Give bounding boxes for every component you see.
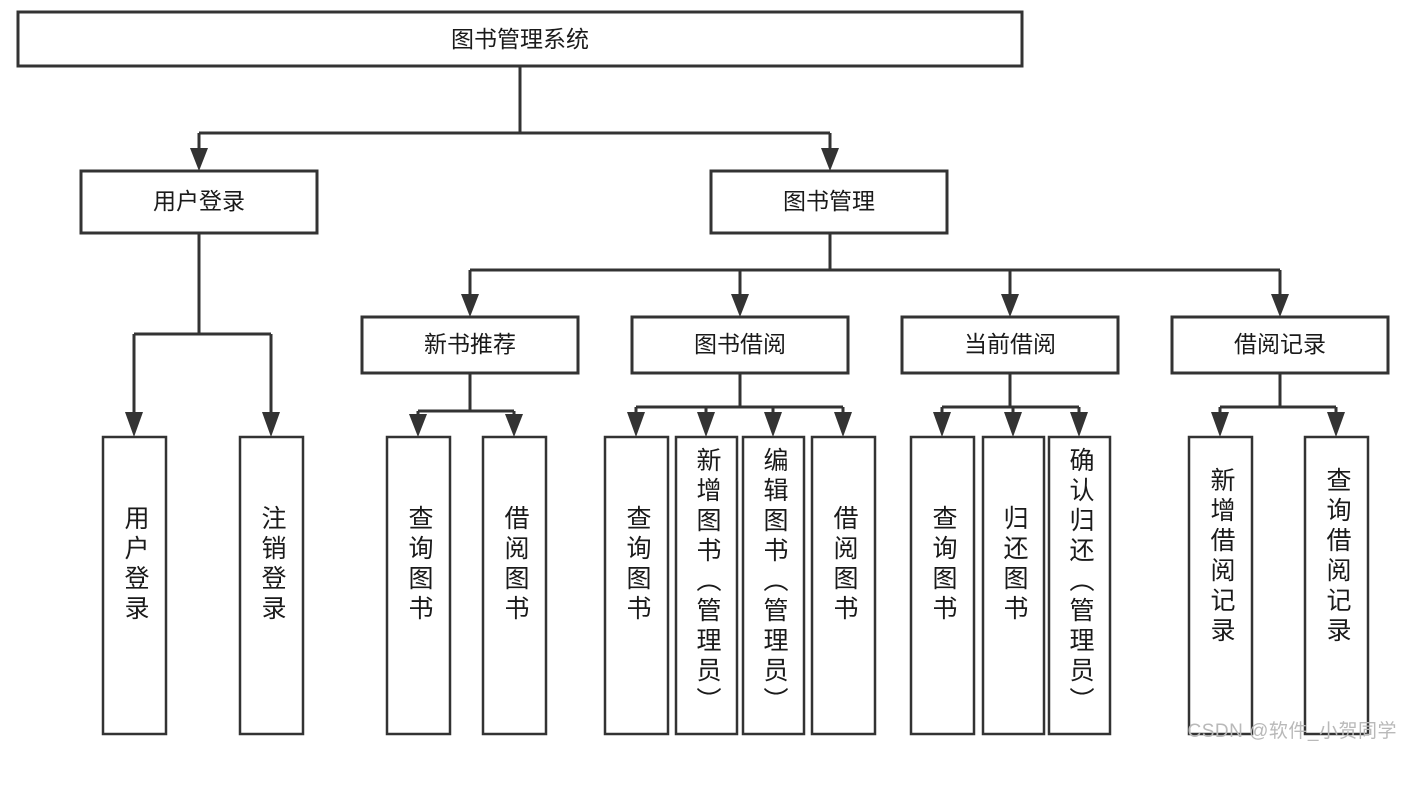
node-current-borrow-label: 当前借阅 — [964, 331, 1056, 357]
node-leaf-return-book-box[interactable] — [981, 435, 1046, 736]
arrow-head-leaf-borrow-book-rec — [505, 414, 523, 437]
arrow-head-book-manage — [821, 148, 839, 171]
node-new-book-rec-box[interactable] — [360, 315, 580, 375]
arrow-head-leaf-borrow-book — [834, 412, 852, 437]
arrow-head-leaf-return-book — [1004, 412, 1022, 437]
arrow-head-leaf-query-book-cur — [933, 412, 951, 437]
node-root-box[interactable] — [16, 10, 1024, 68]
arrow-head-leaf-logout — [262, 412, 280, 437]
arrow-head-current-borrow — [1001, 294, 1019, 317]
connector-book-borrow-to-leaves — [627, 373, 852, 437]
node-new-book-rec-label: 新书推荐 — [424, 331, 516, 357]
arrow-head-leaf-add-record — [1211, 412, 1229, 437]
node-book-manage-label: 图书管理 — [783, 188, 875, 214]
node-borrow-record-label: 借阅记录 — [1234, 331, 1326, 357]
node-leaf-query-book-rec-box[interactable] — [385, 435, 452, 736]
node-user-login[interactable]: 用户登录 — [79, 169, 319, 235]
node-leaf-query-book-cur-box[interactable] — [909, 435, 976, 736]
connector-user-login-to-leaves — [125, 233, 280, 437]
node-borrow-record[interactable]: 借阅记录 — [1170, 315, 1390, 375]
node-leaf-query-record-box[interactable] — [1303, 435, 1370, 736]
node-borrow-record-box[interactable] — [1170, 315, 1390, 375]
node-leaf-edit-book-box[interactable] — [741, 435, 806, 736]
node-leaf-add-book-box[interactable] — [674, 435, 739, 736]
node-book-borrow[interactable]: 图书借阅 — [630, 315, 850, 375]
arrow-head-new-book-rec — [461, 294, 479, 317]
node-leaf-logout-box[interactable] — [238, 435, 305, 736]
arrow-head-leaf-user-login — [125, 412, 143, 437]
arrow-head-user-login — [190, 148, 208, 171]
node-leaf-user-login-box[interactable] — [101, 435, 168, 736]
connector-new-book-rec-to-leaves — [409, 373, 523, 437]
node-root[interactable]: 图书管理系统 — [16, 10, 1024, 68]
node-leaf-add-record-box[interactable] — [1187, 435, 1254, 736]
node-user-login-box[interactable] — [79, 169, 319, 235]
arrow-head-borrow-record — [1271, 294, 1289, 317]
watermark-text: CSDN @软件_小贺同学 — [1187, 721, 1397, 742]
node-book-manage-box[interactable] — [709, 169, 949, 235]
node-book-borrow-box[interactable] — [630, 315, 850, 375]
arrow-head-leaf-confirm-return — [1070, 412, 1088, 437]
node-leaf-borrow-book-rec-box[interactable] — [481, 435, 548, 736]
node-book-borrow-label: 图书借阅 — [694, 331, 786, 357]
arrow-head-leaf-query-book-rec — [409, 414, 427, 437]
node-user-login-label: 用户登录 — [153, 188, 245, 214]
node-current-borrow[interactable]: 当前借阅 — [900, 315, 1120, 375]
arrow-head-leaf-query-record — [1327, 412, 1345, 437]
node-leaf-borrow-book-box[interactable] — [810, 435, 877, 736]
node-leaf-query-book-borrow-box[interactable] — [603, 435, 670, 736]
node-book-manage[interactable]: 图书管理 — [709, 169, 949, 235]
arrow-head-leaf-query-book-borrow — [627, 412, 645, 437]
tree-canvas: 图书管理系统 用户登录 图书管理 新书推荐 图书借阅 当前借阅 借阅记录 — [16, 10, 1390, 736]
node-root-label: 图书管理系统 — [451, 26, 589, 52]
connector-current-borrow-to-leaves — [933, 373, 1088, 437]
system-function-tree-diagram: 图书管理系统 用户登录 图书管理 新书推荐 图书借阅 当前借阅 借阅记录 — [16, 10, 1397, 742]
arrow-head-leaf-edit-book — [764, 412, 782, 437]
connector-borrow-record-to-leaves — [1211, 373, 1345, 437]
node-new-book-rec[interactable]: 新书推荐 — [360, 315, 580, 375]
node-current-borrow-box[interactable] — [900, 315, 1120, 375]
connector-root-to-level2 — [190, 66, 839, 171]
connector-book-manage-to-level3 — [461, 233, 1289, 317]
arrow-head-book-borrow — [731, 294, 749, 317]
node-leaf-confirm-return-box[interactable] — [1047, 435, 1112, 736]
arrow-head-leaf-add-book — [697, 412, 715, 437]
